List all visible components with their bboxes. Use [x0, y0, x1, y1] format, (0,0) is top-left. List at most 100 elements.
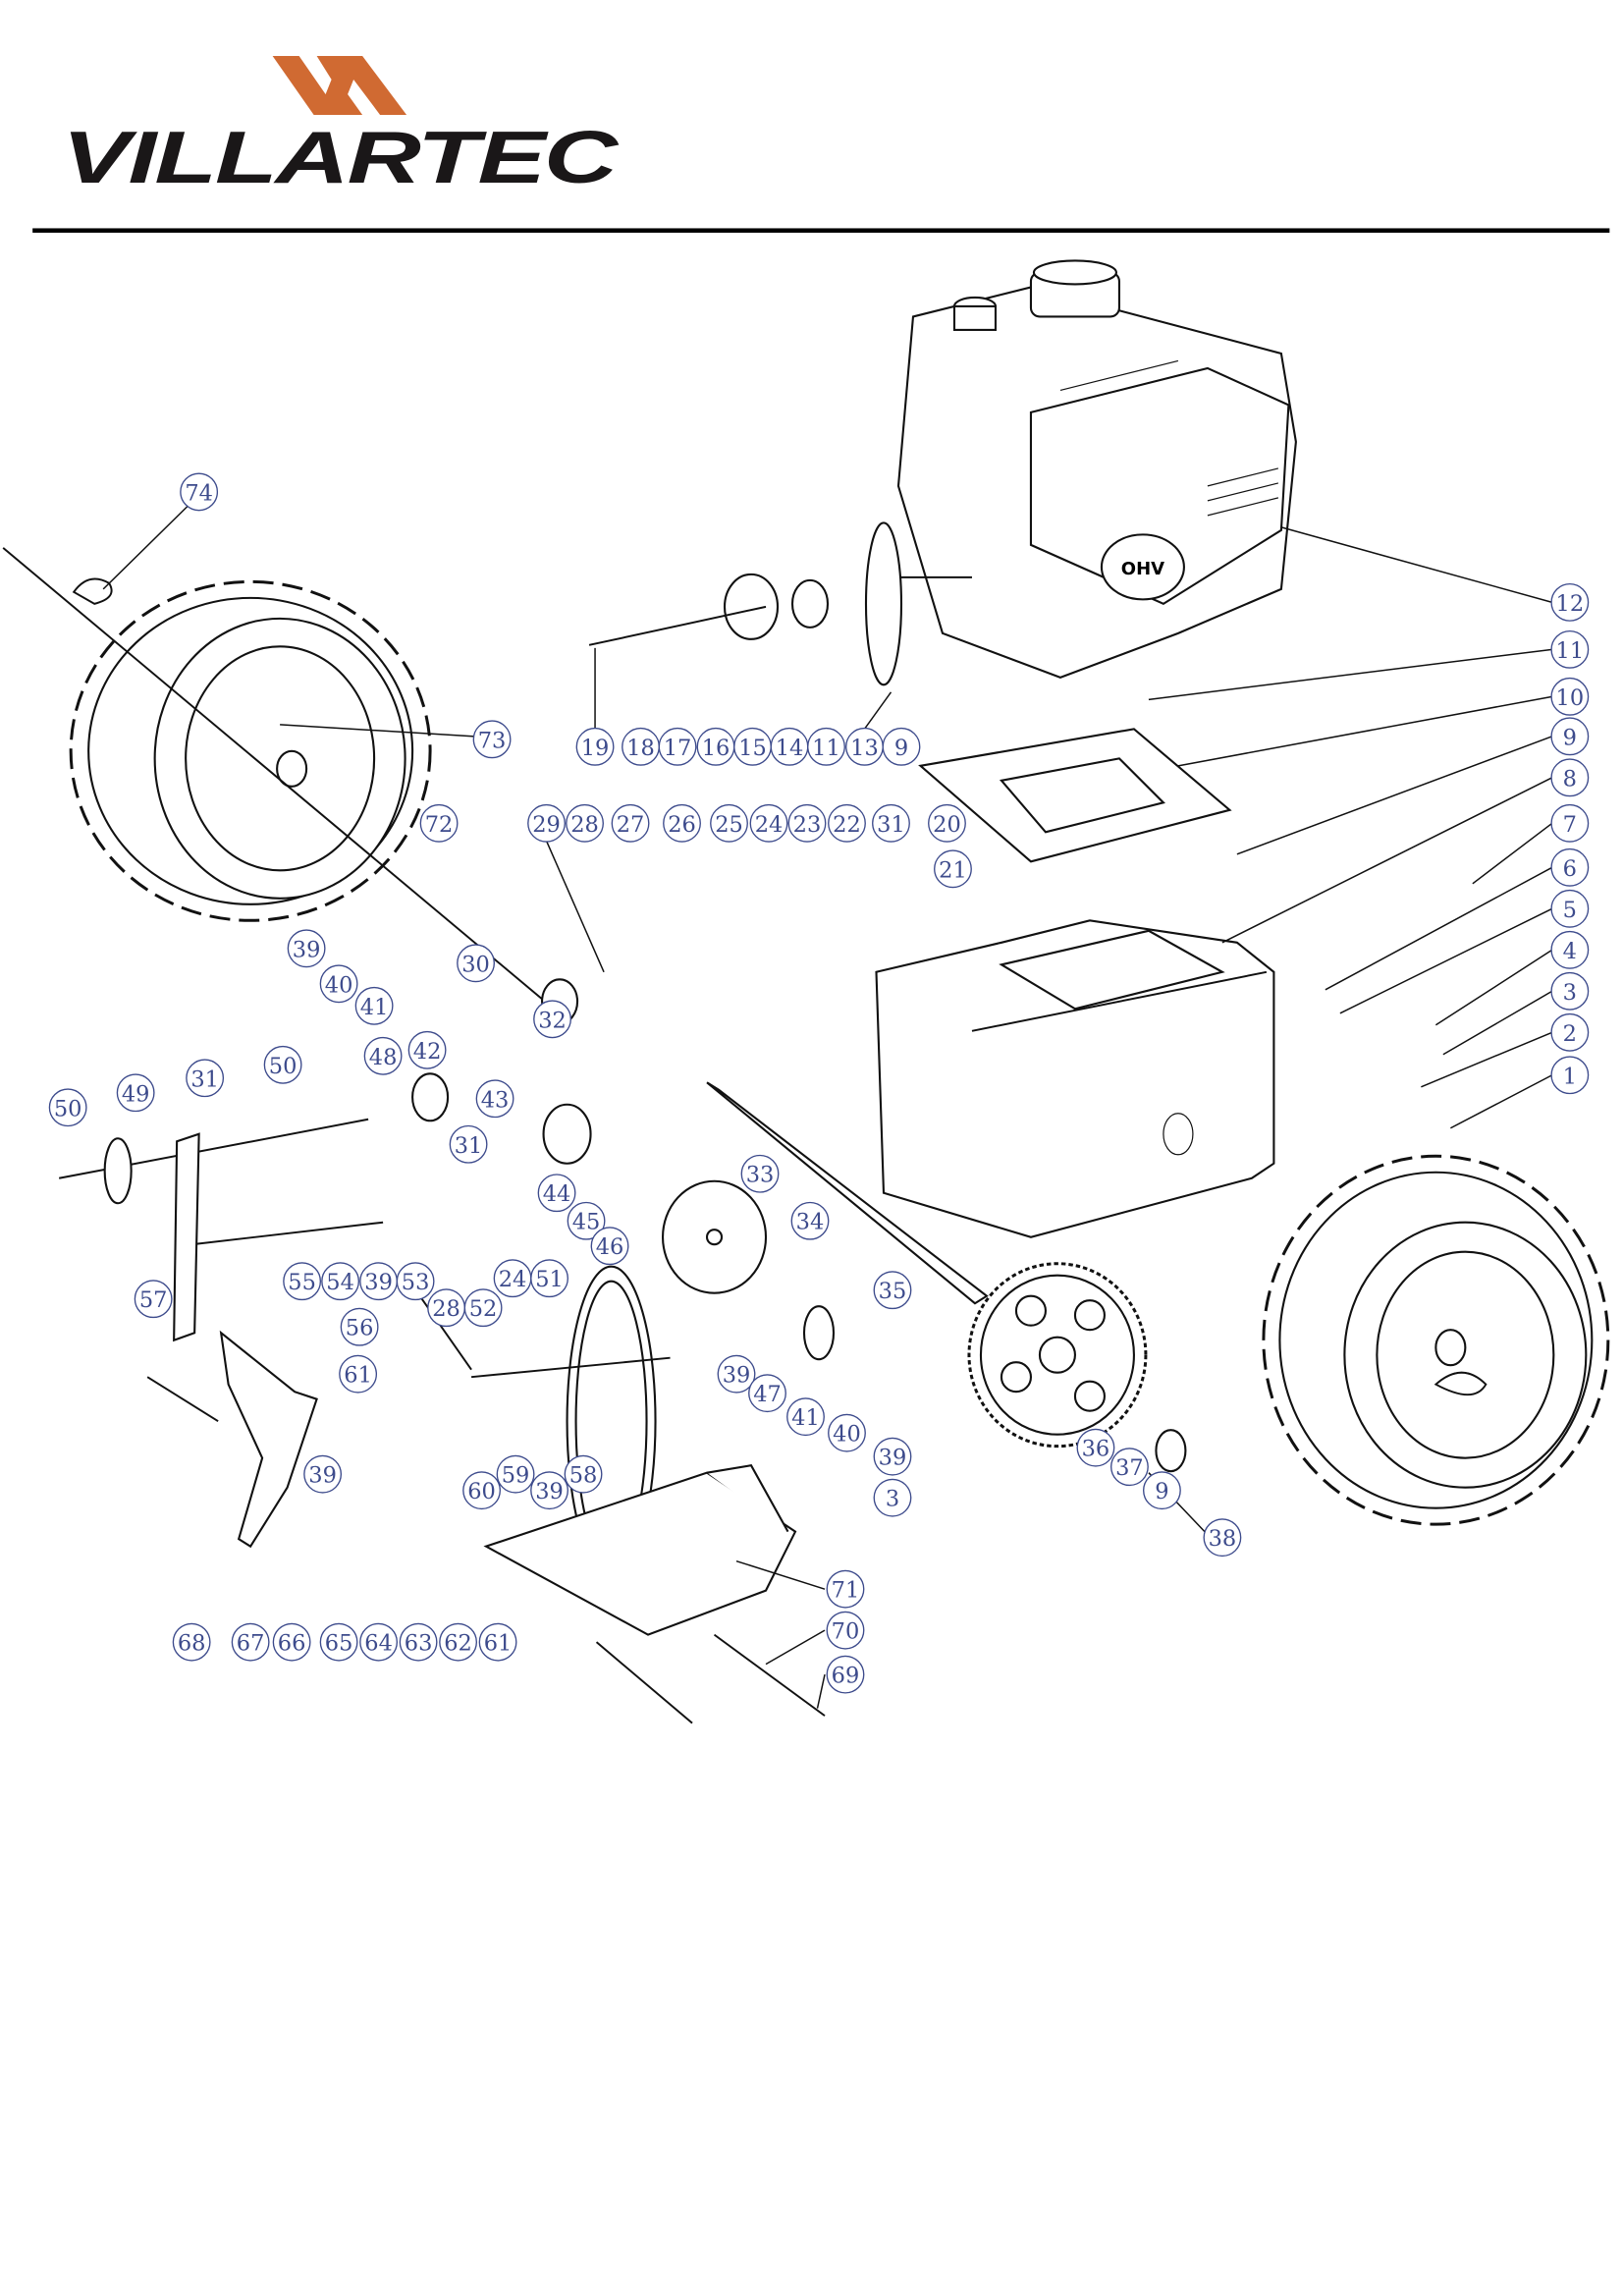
callout-circle: [475, 1079, 514, 1119]
callout-number: 4: [1563, 939, 1577, 964]
callout-circle: [1550, 629, 1590, 669]
callout-circle: [319, 964, 358, 1004]
callout-number: 3: [1563, 980, 1577, 1006]
callout-circle: [1550, 758, 1590, 797]
callout-number: 43: [481, 1087, 510, 1113]
callout-circle: [1550, 847, 1590, 887]
callout-number: 61: [344, 1363, 372, 1389]
callout-circle: [790, 1201, 830, 1240]
callout-number: 3: [886, 1487, 899, 1512]
callout-circle: [807, 727, 845, 766]
callout-66: 66: [272, 1622, 311, 1662]
callout-number: 44: [543, 1181, 571, 1207]
brand-logo: VILLARTEC: [62, 55, 622, 198]
callout-circle: [530, 1471, 568, 1510]
callout-42: 42: [407, 1030, 447, 1069]
callout-number: 26: [668, 812, 696, 838]
callout-circle: [826, 1655, 865, 1694]
callout-31: 31: [449, 1124, 488, 1164]
callout-31: 31: [872, 803, 910, 843]
callout-39: 39: [287, 929, 326, 968]
callout-9: 9: [1143, 1471, 1181, 1510]
levers-and-bottom-plate: [146, 1132, 826, 1724]
callout-circle: [872, 803, 910, 843]
callout-circle: [1550, 582, 1590, 622]
callout-36: 36: [1076, 1428, 1115, 1467]
callout-circle: [407, 1030, 447, 1069]
callout-number: 2: [1563, 1021, 1577, 1047]
callout-19: 19: [575, 727, 615, 766]
callout-55: 55: [283, 1262, 322, 1301]
callout-28: 28: [427, 1288, 466, 1328]
callout-32: 32: [533, 1000, 571, 1039]
callout-circle: [828, 803, 866, 843]
callout-number: 71: [832, 1578, 860, 1604]
callout-circle: [472, 720, 512, 759]
callout-number: 42: [413, 1039, 442, 1065]
callout-46: 46: [590, 1227, 629, 1266]
callout-27: 27: [611, 803, 650, 843]
callout-circle: [339, 1354, 378, 1394]
callout-51: 51: [530, 1259, 568, 1298]
callout-circle: [1550, 1012, 1590, 1052]
callout-number: 39: [879, 1446, 907, 1471]
callout-18: 18: [622, 727, 660, 766]
callout-number: 50: [269, 1054, 298, 1079]
callout-number: 65: [325, 1631, 353, 1657]
callout-circle: [873, 1437, 912, 1476]
callout-circle: [533, 1000, 571, 1039]
callout-67: 67: [231, 1622, 270, 1662]
callout-number: 73: [478, 728, 507, 753]
callout-number: 54: [326, 1270, 354, 1295]
callout-8: 8: [1550, 758, 1590, 797]
callout-40: 40: [828, 1413, 866, 1452]
callout-number: 23: [793, 812, 822, 838]
callout-circle: [826, 1611, 865, 1650]
callout-circle: [530, 1259, 568, 1298]
callout-number: 8: [1563, 766, 1577, 792]
callout-17: 17: [658, 727, 697, 766]
callout-circle: [663, 803, 701, 843]
callout-24: 24: [493, 1259, 532, 1298]
callout-number: 39: [535, 1479, 564, 1504]
callout-number: 47: [753, 1382, 782, 1407]
callout-number: 52: [469, 1296, 498, 1322]
callout-circle: [363, 1036, 403, 1075]
callout-number: 9: [894, 736, 908, 761]
callout-number: 41: [360, 995, 389, 1020]
callout-circle: [283, 1262, 322, 1301]
callout-26: 26: [663, 803, 701, 843]
callout-number: 72: [425, 812, 454, 838]
callout-circle: [180, 472, 219, 512]
callout-number: 34: [796, 1210, 825, 1235]
callout-number: 35: [879, 1279, 907, 1304]
callout-circle: [496, 1454, 535, 1494]
callout-number: 39: [293, 937, 321, 962]
callout-48: 48: [363, 1036, 403, 1075]
callout-1: 1: [1550, 1056, 1590, 1095]
callout-number: 1: [1563, 1064, 1577, 1089]
callout-39: 39: [717, 1354, 756, 1394]
callout-number: 51: [535, 1267, 564, 1292]
callout-number: 53: [402, 1270, 430, 1295]
callout-5: 5: [1550, 889, 1590, 928]
callout-24: 24: [749, 803, 788, 843]
callout-number: 37: [1115, 1455, 1144, 1481]
callout-circle: [478, 1622, 517, 1662]
callout-circle: [1550, 717, 1590, 756]
callout-circle: [1550, 930, 1590, 969]
callout-circle: [1550, 971, 1590, 1011]
callout-30: 30: [457, 944, 495, 983]
callout-71: 71: [826, 1569, 865, 1609]
callout-41: 41: [354, 986, 394, 1025]
callout-number: 10: [1556, 685, 1585, 711]
callout-circle: [1076, 1428, 1115, 1467]
callout-number: 11: [812, 736, 840, 761]
callout-number: 14: [776, 736, 804, 761]
callout-circle: [934, 849, 972, 889]
callout-circle: [527, 803, 566, 843]
callout-28: 28: [566, 803, 604, 843]
callout-circle: [1550, 1056, 1590, 1095]
callout-number: 21: [939, 857, 967, 883]
callout-number: 56: [346, 1316, 374, 1341]
